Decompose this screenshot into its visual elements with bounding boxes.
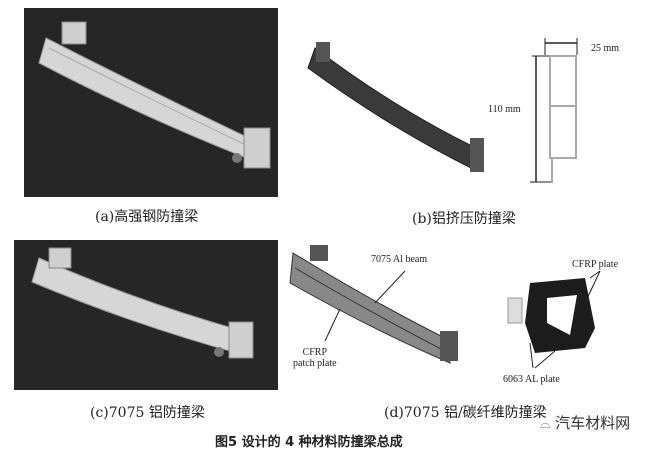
dim-height-label: 110 mm [488, 104, 521, 115]
label-cfrp-patch-line2: patch plate [293, 358, 337, 369]
watermark: ⌓ 汽车材料网 [540, 412, 630, 433]
panel-c-caption: (c)7075 铝防撞梁 [90, 405, 205, 421]
label-cfrp-patch-line1: CFRP [302, 347, 328, 358]
label-cfrp-patch: CFRP patch plate [293, 347, 337, 369]
wechat-icon: ⌓ [540, 417, 551, 432]
label-7075-al-beam: 7075 Al beam [371, 254, 428, 265]
extruded-beam-illustration [307, 42, 484, 172]
panel-d-caption: (d)7075 铝/碳纤维防撞梁 [384, 405, 547, 421]
label-6063-al-plate: 6063 AL plate [503, 374, 560, 385]
label-cfrp-plate: CFRP plate [572, 259, 619, 270]
watermark-text: 汽车材料网 [555, 414, 631, 432]
panel-a-caption: (a)高强钢防撞梁 [95, 209, 199, 225]
steel-beam-illustration [38, 21, 271, 169]
dim-width-label: 25 mm [591, 43, 620, 54]
cross-section-diagram [520, 35, 620, 195]
panel-b-caption: (b)铝挤压防撞梁 [412, 211, 516, 227]
panel-a-image [24, 8, 278, 197]
al-beam-illustration [31, 247, 254, 359]
panel-c-image [14, 240, 278, 390]
hybrid-beam-illustration [289, 245, 601, 369]
panel-d-image [285, 243, 660, 393]
panel-b-image [290, 20, 510, 190]
figure-caption: 图5 设计的 4 种材料防撞梁总成 [215, 435, 403, 450]
